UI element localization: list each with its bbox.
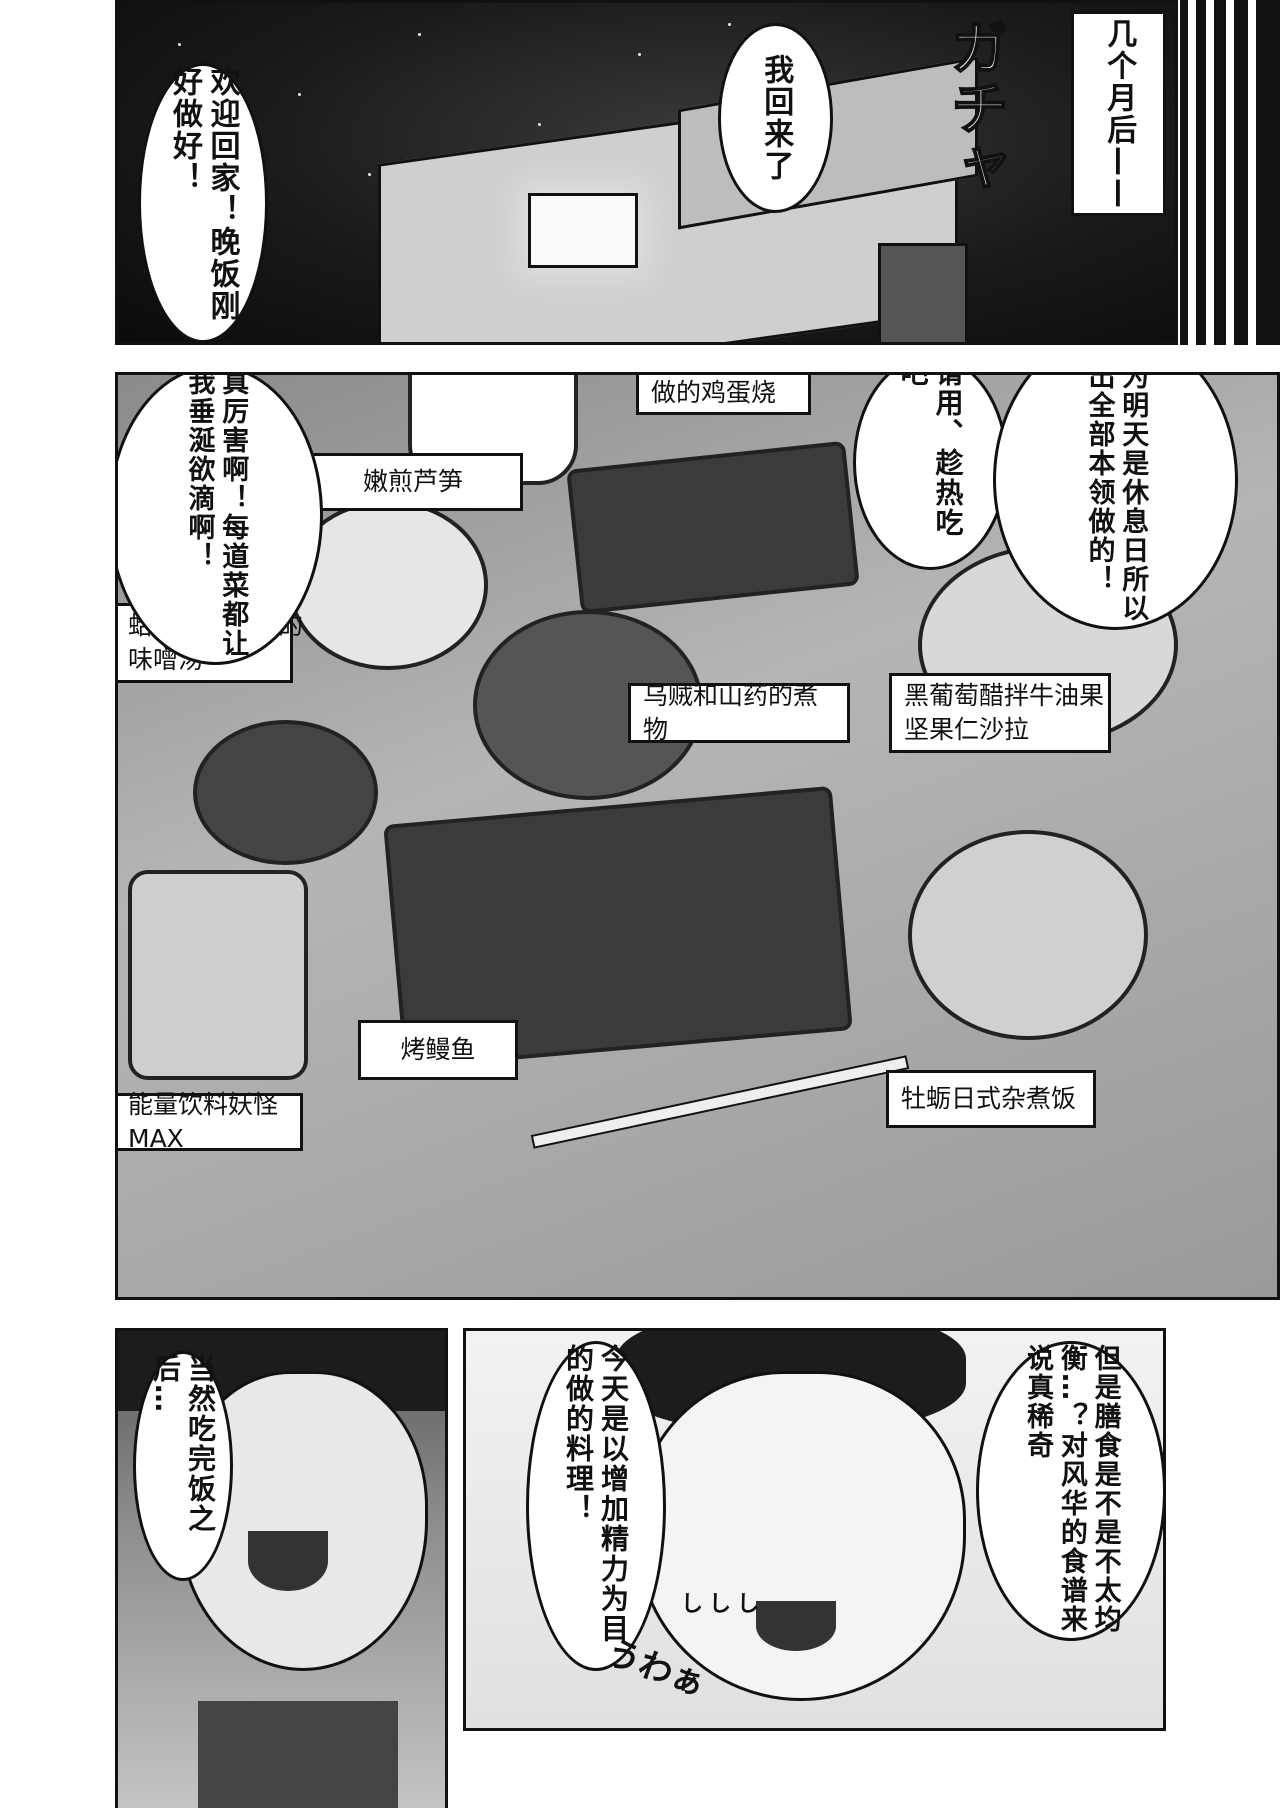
drink-glass bbox=[128, 870, 308, 1080]
speech-bubble-reason: 因为明天是休息日所以拿出全部本领做的！ bbox=[993, 372, 1238, 630]
bubble-text: 因为明天是休息日所以拿出全部本领做的！ bbox=[1083, 372, 1149, 623]
label-text: 黑葡萄醋拌牛油果 坚果仁沙拉 bbox=[904, 681, 1105, 744]
chopsticks bbox=[530, 1055, 910, 1149]
label-tamagoyaki: 猪肉起司 做的鸡蛋烧 bbox=[636, 375, 811, 415]
girl-mouth bbox=[248, 1531, 328, 1591]
man-mouth bbox=[756, 1601, 836, 1651]
label-text: 牡蛎日式杂煮饭 bbox=[901, 1084, 1077, 1114]
speed-stripes bbox=[1180, 0, 1280, 345]
panel-dinner-table: 猪肉起司 做的鸡蛋烧 嫩煎芦笋 蛤蜊油炸豆腐的 味噌汤 乌贼和山药的煮物 黑葡萄… bbox=[115, 372, 1280, 1300]
star bbox=[368, 173, 371, 176]
speech-bubble-return: 我回来了 bbox=[718, 23, 833, 213]
star bbox=[538, 123, 541, 126]
star bbox=[418, 33, 421, 36]
speech-bubble-purpose: 今天是以增加精力为目的做的料理！ bbox=[526, 1341, 666, 1671]
panel-girl: 当然吃完饭之后… bbox=[115, 1328, 448, 1808]
house-door bbox=[878, 243, 968, 342]
label-text: 能量饮料妖怪MAX bbox=[128, 1090, 279, 1153]
label-energy-drink: 能量饮料妖怪MAX bbox=[118, 1090, 303, 1153]
bubble-text: 真厉害啊！每道菜都让我垂涎欲滴啊！ bbox=[183, 372, 249, 658]
bubble-text: 今天是以增加精力为目的做的料理！ bbox=[562, 1344, 630, 1644]
bubble-text: 请用、趁热吃吧 bbox=[896, 372, 965, 538]
label-text: 猪肉起司 做的鸡蛋烧 bbox=[651, 378, 777, 407]
label-text: 烤鳗鱼 bbox=[400, 1035, 476, 1065]
star bbox=[638, 53, 641, 56]
label-eel: 烤鳗鱼 bbox=[358, 1020, 518, 1080]
speech-bubble-amazing: 真厉害啊！每道菜都让我垂涎欲滴啊！ bbox=[118, 372, 323, 665]
sfx-door-open: ガチャ bbox=[940, 17, 1010, 199]
panel-man: 今天是以增加精力为目的做的料理！ 但是膳食是不是不太均衡…？对风华的食谱来说真稀… bbox=[463, 1328, 1166, 1731]
speech-bubble-balance: 但是膳食是不是不太均衡…？对风华的食谱来说真稀奇 bbox=[976, 1341, 1163, 1641]
star bbox=[298, 93, 301, 96]
oyster-rice-bowl bbox=[908, 830, 1148, 1040]
girl-collar bbox=[198, 1701, 398, 1808]
speech-bubble-please: 请用、趁热吃吧 bbox=[853, 372, 1008, 570]
speech-bubble-welcome: 欢迎回家！晚饭刚好做好！ bbox=[138, 63, 268, 342]
miso-soup-bowl bbox=[193, 720, 378, 865]
lit-window bbox=[528, 193, 638, 268]
star bbox=[728, 23, 731, 26]
label-salad: 黑葡萄醋拌牛油果 坚果仁沙拉 bbox=[889, 673, 1111, 753]
label-squid-yam: 乌贼和山药的煮物 bbox=[628, 681, 850, 744]
bubble-text: 当然吃完饭之后… bbox=[149, 1354, 217, 1534]
bubble-text: 欢迎回家！晚饭刚好做好！ bbox=[167, 66, 240, 322]
bubble-text: 但是膳食是不是不太均衡…？对风华的食谱来说真稀奇 bbox=[1022, 1344, 1121, 1634]
star bbox=[178, 43, 181, 46]
panel-night-house: 欢迎回家！晚饭刚好做好！ 我回来了 ガチャ 几个月后—— bbox=[115, 0, 1178, 345]
label-asparagus: 嫩煎芦笋 bbox=[303, 453, 523, 511]
label-oyster-rice: 牡蛎日式杂煮饭 bbox=[886, 1070, 1096, 1128]
label-text: 乌贼和山药的煮物 bbox=[643, 681, 819, 744]
label-text: 嫩煎芦笋 bbox=[362, 467, 463, 497]
bubble-text: 我回来了 bbox=[758, 54, 794, 182]
speech-bubble-after-dinner: 当然吃完饭之后… bbox=[133, 1351, 233, 1581]
tamagoyaki-tray bbox=[566, 440, 860, 615]
caption-text: 几个月后—— bbox=[1101, 17, 1137, 210]
caption-time: 几个月后—— bbox=[1071, 11, 1166, 216]
sfx-sweat: ししし bbox=[681, 1592, 766, 1617]
